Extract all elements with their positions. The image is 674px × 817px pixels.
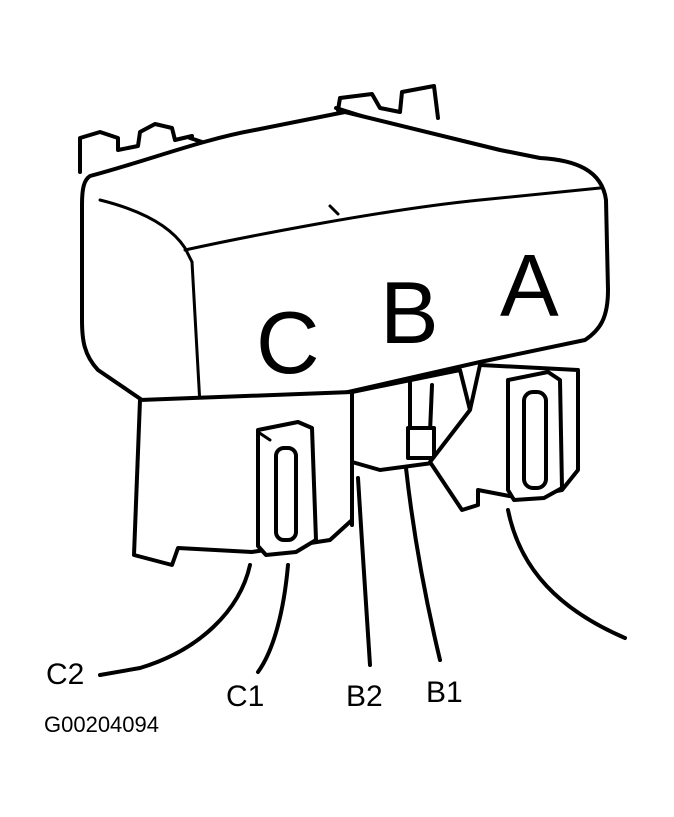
wire-a: [506, 508, 627, 640]
cavity-label-b: B: [380, 263, 439, 362]
terminal-clip-c: [256, 420, 318, 557]
callout-b1: B1: [426, 676, 463, 709]
callout-c2: C2: [46, 658, 84, 691]
wire-b1: [404, 466, 442, 662]
wire-b2: [356, 476, 372, 667]
terminal-clip-a: [506, 370, 564, 502]
wire-c2: [98, 563, 252, 677]
wire-c1: [256, 563, 290, 674]
connector-housing: [80, 110, 610, 421]
figure-id: G00204094: [44, 712, 159, 737]
connector-wires: [98, 466, 627, 677]
cavity-label-c: C: [256, 293, 320, 392]
cavity-label-a: A: [500, 236, 559, 335]
callout-b2: B2: [346, 680, 383, 713]
callout-c1: C1: [226, 680, 264, 713]
